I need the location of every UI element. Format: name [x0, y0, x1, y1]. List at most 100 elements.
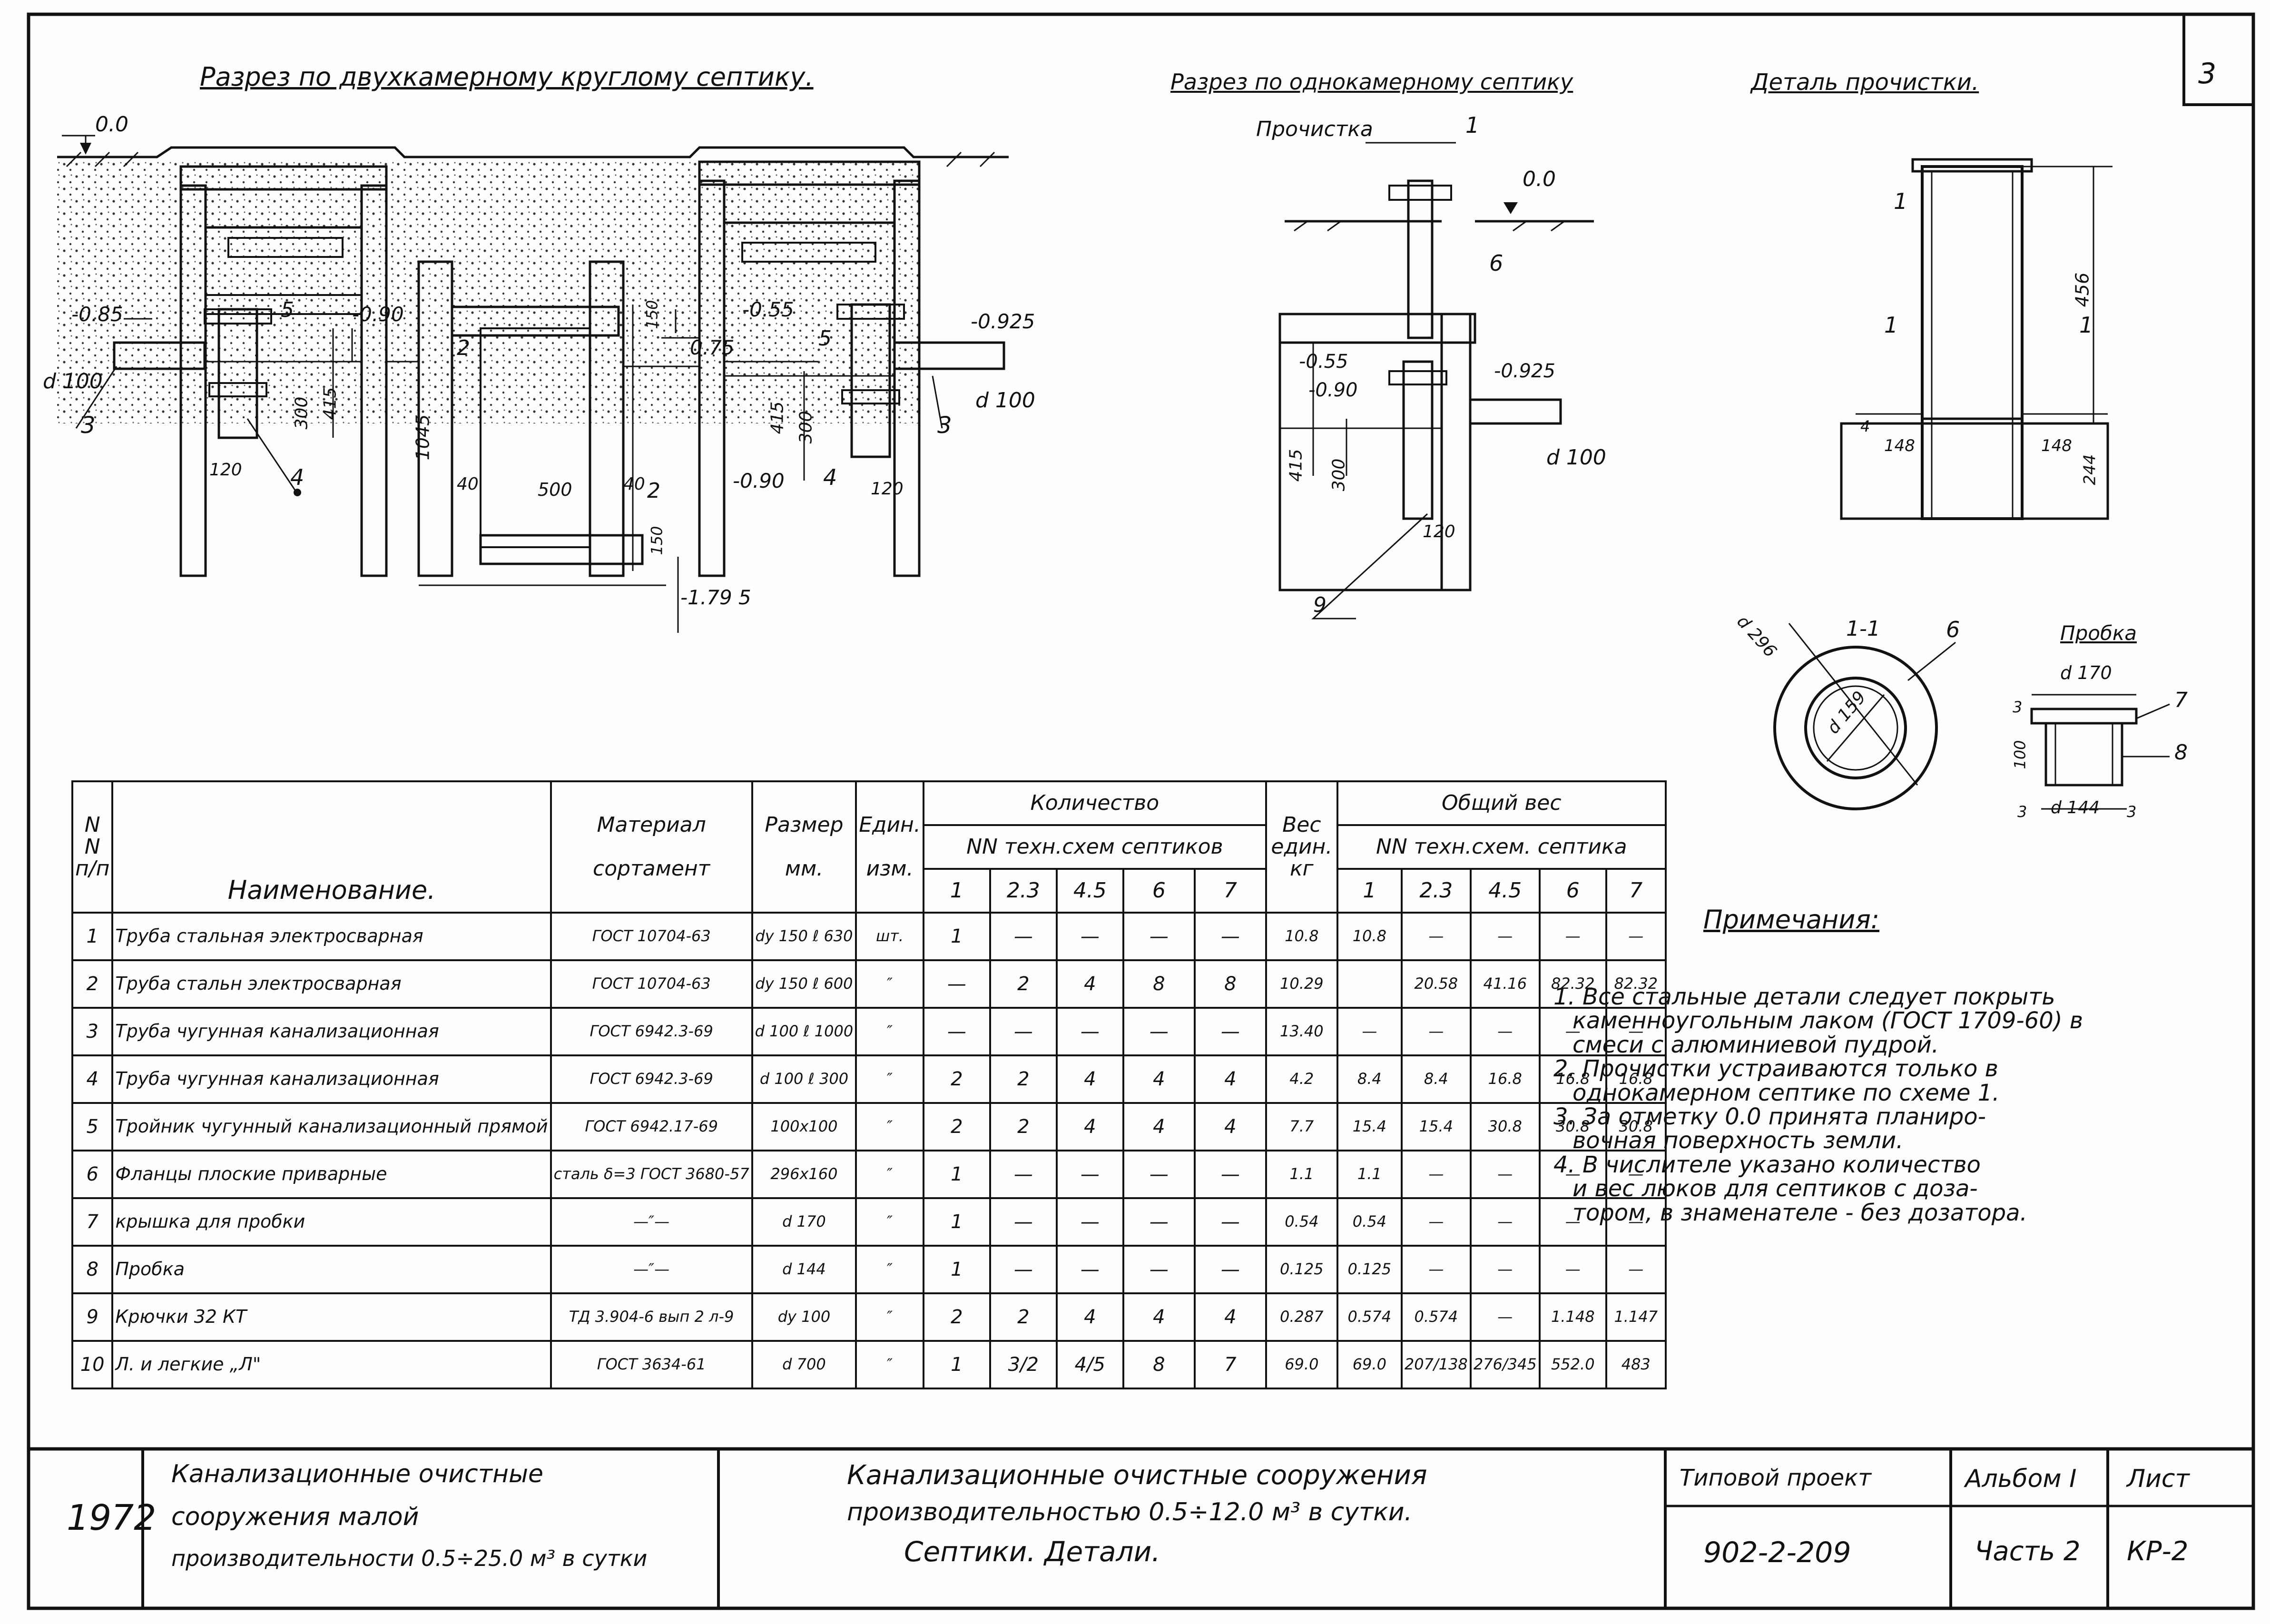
label-d144: d 144	[2051, 799, 2100, 817]
tb-year: 1972	[67, 1497, 157, 1538]
head-quantity-sub: NN техн.схем септиков	[922, 824, 1267, 870]
row-total-weight: —	[1469, 1197, 1541, 1247]
row-total-weight: 1.147	[1605, 1292, 1667, 1342]
label-level-075: 0.75	[690, 338, 735, 358]
label-pipe-d100-left: d 100	[43, 371, 103, 392]
row-total-weight: 0.125	[1336, 1245, 1403, 1294]
row-quantity: —	[1055, 1197, 1124, 1247]
row-quantity: —	[1122, 912, 1196, 961]
dim-150-bot: 150	[649, 526, 665, 555]
row-total-weight: 207/138	[1400, 1340, 1472, 1389]
label-level-090-b: -0.90	[733, 471, 785, 491]
row-quantity: 1	[922, 912, 991, 961]
single-level-055: -0.55	[1299, 352, 1348, 371]
plug-dim-3-a: 3	[2013, 699, 2023, 715]
single-mark-6: 6	[1489, 252, 1504, 274]
row-quantity: —	[1055, 1150, 1124, 1199]
row-total-weight: 16.8	[1469, 1054, 1541, 1104]
label-level-1795: -1.79 5	[680, 588, 751, 608]
row-total-weight: 276/345	[1469, 1340, 1541, 1389]
single-level-0925: -0.925	[1494, 362, 1555, 381]
row-quantity: 8	[1122, 1340, 1196, 1389]
cleanout-section-left: 1	[1884, 314, 1898, 336]
row-unit-weight: 0.125	[1265, 1245, 1338, 1294]
row-quantity: 1	[922, 1150, 991, 1199]
row-total-weight: —	[1605, 1150, 1667, 1199]
row-unit-weight: 13.40	[1265, 1007, 1338, 1056]
total-scheme: 7	[1605, 868, 1667, 914]
row-total-weight: 30.8	[1538, 1102, 1607, 1152]
dim-300-b: 300	[797, 411, 815, 444]
tb-series-a: Канализационные очистные	[171, 1460, 544, 1488]
plug-dim-3-c: 3	[2127, 804, 2137, 819]
row-number: 9	[71, 1292, 114, 1342]
table-header-row-3: 1 2.3 4.5 6 7 1 2.3 4.5 6 7	[72, 868, 1667, 914]
row-unit-weight: 69.0	[1265, 1340, 1338, 1389]
note-line: 3. За отметку 0.0 принята планиро-	[1553, 1103, 1986, 1130]
row-quantity: —	[1193, 1150, 1267, 1199]
row-number: 7	[71, 1197, 114, 1247]
row-unit: ″	[855, 1150, 924, 1199]
tb-project-no: 902-2-209	[1703, 1536, 1851, 1569]
row-unit-weight: 0.287	[1265, 1292, 1338, 1342]
row-total-weight: —	[1538, 912, 1607, 961]
row-quantity: —	[1055, 1245, 1124, 1294]
qty-scheme: 6	[1122, 868, 1196, 914]
row-total-weight: —	[1469, 1150, 1541, 1199]
row-quantity: —	[1122, 1197, 1196, 1247]
head-total-weight: Общий вес	[1336, 780, 1667, 826]
cleanout-title: Деталь прочистки.	[1751, 69, 1979, 96]
title-block-lines	[29, 1447, 2253, 1608]
row-quantity: 8	[1122, 959, 1196, 1009]
note-line: 4. В числителе указано количество	[1553, 1151, 1981, 1178]
mark-3-right: 3	[937, 414, 952, 437]
row-total-weight: —	[1469, 1007, 1541, 1056]
cleanout-dim-4: 4	[1860, 419, 1870, 434]
row-size: dу 100	[751, 1292, 857, 1342]
row-name: Труба стальная электросварная	[111, 912, 552, 961]
row-total-weight	[1336, 959, 1403, 1009]
single-chamber-section	[1278, 142, 1594, 620]
label-level-00: 0.0	[95, 114, 128, 135]
row-total-weight: 82.32	[1538, 959, 1607, 1009]
row-total-weight: —	[1336, 1007, 1403, 1056]
row-total-weight: 10.8	[1336, 912, 1403, 961]
row-name: Крючки 32 КТ	[111, 1292, 552, 1342]
qty-scheme: 4.5	[1055, 868, 1124, 914]
row-total-weight: 16.8	[1605, 1054, 1667, 1104]
row-number: 2	[71, 959, 114, 1009]
row-quantity: 1	[922, 1340, 991, 1389]
row-quantity: —	[1193, 1245, 1267, 1294]
head-name: Наименование.	[111, 780, 552, 914]
dim-120-b: 120	[871, 481, 904, 498]
row-quantity: 4	[1055, 1102, 1124, 1152]
row-material: сталь δ=3 ГОСТ 3680-57	[550, 1150, 753, 1199]
row-quantity: —	[1193, 912, 1267, 961]
single-pipe-d100: d 100	[1546, 447, 1606, 468]
row-total-weight: 0.574	[1400, 1292, 1472, 1342]
row-material: ГОСТ 3634-61	[550, 1340, 753, 1389]
note-line: и вес люков для септиков с доза-	[1572, 1175, 1978, 1202]
total-scheme: 6	[1538, 868, 1607, 914]
row-total-weight: 15.4	[1400, 1102, 1472, 1152]
row-size: dу 150 ℓ 630	[751, 912, 857, 961]
plug-title: Пробка	[2060, 623, 2137, 643]
mark-2-b: 2	[647, 481, 660, 502]
row-size: d 700	[751, 1340, 857, 1389]
row-total-weight: 1.1	[1336, 1150, 1403, 1199]
row-unit: ″	[855, 1102, 924, 1152]
tb-album-label: Альбом I	[1965, 1465, 2077, 1493]
row-size: dу 150 ℓ 600	[751, 959, 857, 1009]
double-chamber-title: Разрез по двухкамерному круглому септику…	[200, 62, 814, 92]
mark-2-a: 2	[457, 338, 470, 359]
row-unit-weight: 10.8	[1265, 912, 1338, 961]
row-total-weight: 16.8	[1538, 1054, 1607, 1104]
note-line: каменноугольным лаком (ГОСТ 1709-60) в	[1572, 1007, 2083, 1034]
